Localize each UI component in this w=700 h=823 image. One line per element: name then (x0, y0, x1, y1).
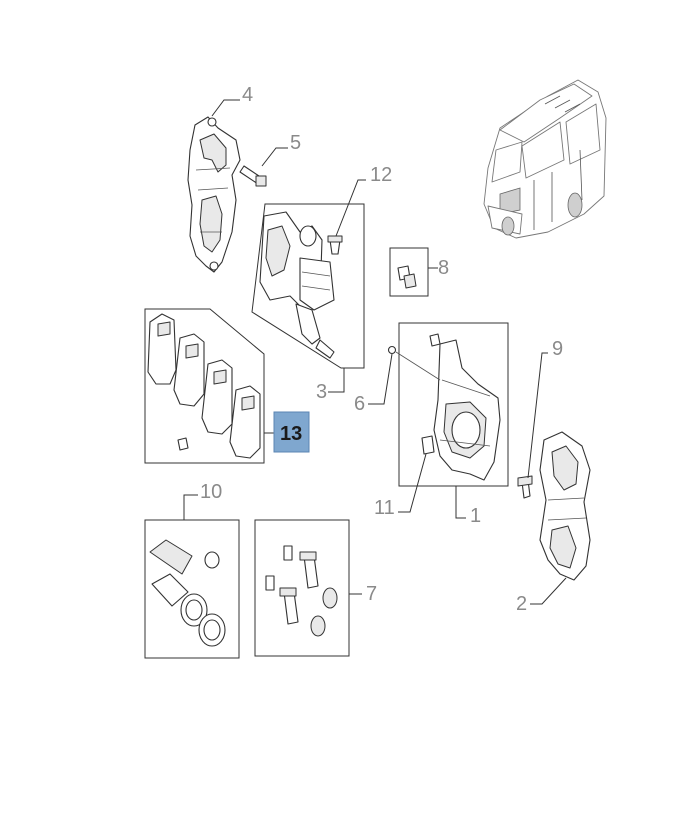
part-10-seal-kit-box (144, 519, 240, 659)
callout-4[interactable]: 4 (242, 84, 253, 106)
part-7-guide-pin-kit-box (254, 519, 350, 657)
callout-12[interactable]: 12 (370, 164, 392, 186)
part-12-bleed-screw (327, 235, 343, 255)
callout-13-highlight[interactable] (273, 411, 310, 453)
part-4-caliper-bracket (187, 116, 241, 273)
callout-9[interactable]: 9 (552, 338, 563, 360)
callout-13[interactable]: 13 (280, 423, 302, 445)
part-13-brake-pads-box (144, 308, 265, 464)
leader-lines (183, 99, 567, 605)
callout-1[interactable]: 1 (470, 505, 481, 527)
callout-11[interactable]: 11 (374, 497, 395, 519)
part-5-bolt (239, 165, 267, 187)
vehicle-illustration (483, 79, 607, 239)
part-3-box (251, 203, 365, 369)
part-8-box (389, 247, 429, 297)
part-9-bolt (517, 475, 533, 499)
callout-5[interactable]: 5 (290, 132, 301, 154)
callout-8[interactable]: 8 (438, 257, 449, 279)
part-6-pin (387, 345, 397, 355)
callout-2[interactable]: 2 (516, 593, 527, 615)
callout-numbers: 4 5 12 8 9 6 3 13 10 11 1 2 7 (200, 84, 563, 615)
callout-10[interactable]: 10 (200, 481, 222, 503)
part-1-box (395, 322, 509, 487)
part-2-caliper-bracket (539, 431, 591, 581)
callout-6[interactable]: 6 (354, 393, 365, 415)
callout-7[interactable]: 7 (366, 583, 377, 605)
callout-3[interactable]: 3 (316, 381, 327, 403)
